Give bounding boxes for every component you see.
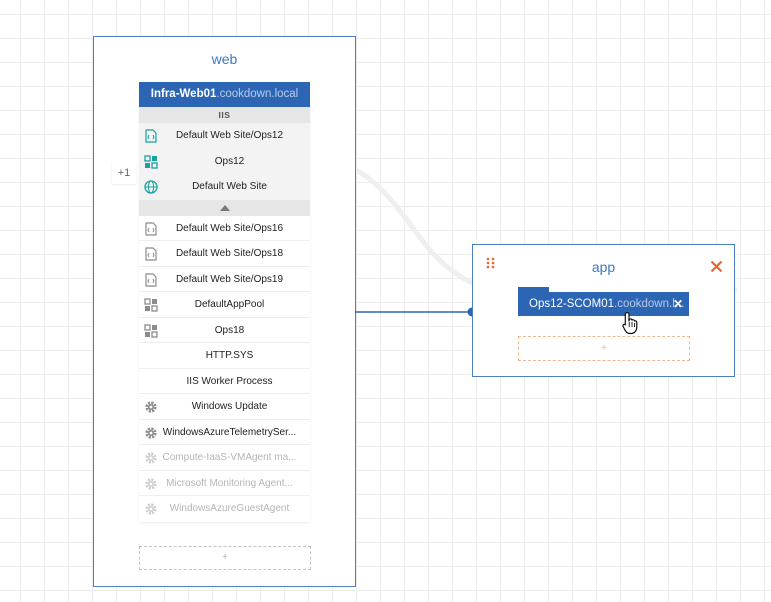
group-title: web <box>211 51 238 67</box>
list-item[interactable]: Default Web Site <box>139 174 310 200</box>
web-app-icon <box>145 272 157 287</box>
item-label: IIS Worker Process <box>186 375 273 387</box>
chip-tab <box>518 287 549 293</box>
app-group[interactable]: app Ops12-SCOM01.cookdown.l... ✕ + <box>472 244 735 377</box>
web-app-icon <box>145 247 157 261</box>
list-item[interactable]: WindowsAzureTelemetrySer... <box>139 420 310 445</box>
list-item[interactable]: Default Web Site/Ops16 <box>139 216 310 241</box>
group-title: app <box>591 259 616 275</box>
list-item[interactable]: Compute-IaaS-VMAgent ma... <box>139 445 310 471</box>
chip-remove-button[interactable]: ✕ <box>672 297 684 311</box>
server-chip[interactable]: Ops12-SCOM01.cookdown.l... ✕ <box>518 292 689 316</box>
web-app-icon <box>145 129 157 143</box>
add-server-slot[interactable]: + <box>518 336 690 361</box>
item-label: WindowsAzureTelemetrySer... <box>162 426 297 438</box>
gear-icon <box>145 477 157 490</box>
list-item[interactable]: Ops12 <box>139 148 310 174</box>
item-label: WindowsAzureGuestAgent <box>169 503 290 514</box>
hand-pointer-icon <box>622 311 638 335</box>
chip-domain: .cookdown.l... <box>614 298 685 310</box>
item-label: Default Web Site/Ops16 <box>175 222 284 234</box>
server-domain: .cookdown.local <box>216 88 299 100</box>
chip-name: Ops12-SCOM01 <box>529 298 615 310</box>
item-label: Ops18 <box>214 324 245 336</box>
item-label: Default Web Site/Ops12 <box>175 130 284 141</box>
item-label: Ops12 <box>214 155 245 167</box>
add-server-slot[interactable]: + <box>139 546 311 570</box>
list-item[interactable]: HTTP.SYS <box>139 343 310 369</box>
gear-icon <box>145 452 157 464</box>
web-app-icon <box>145 221 157 236</box>
server-name: Infra-Web01 <box>150 88 217 100</box>
item-label: DefaultAppPool <box>194 299 265 310</box>
server-header[interactable]: Infra-Web01.cookdown.local <box>139 82 310 107</box>
server-card[interactable]: Infra-Web01.cookdown.local IIS Default W… <box>139 82 310 522</box>
list-item[interactable]: DefaultAppPool <box>139 292 310 318</box>
web-group[interactable]: web +1 Infra-Web01.cookdown.local IIS De… <box>93 36 356 587</box>
gear-icon <box>145 401 157 413</box>
list-item[interactable]: WindowsAzureGuestAgent <box>139 496 310 522</box>
item-label: Microsoft Monitoring Agent... <box>166 477 293 489</box>
item-label: HTTP.SYS <box>205 350 254 361</box>
list-item[interactable]: Default Web Site/Ops18 <box>139 241 310 267</box>
item-label: Windows Update <box>191 401 268 412</box>
gear-icon <box>145 426 157 439</box>
app-pool-icon <box>144 323 158 338</box>
item-label: Compute-IaaS-VMAgent ma... <box>162 452 297 463</box>
gear-icon <box>145 503 157 515</box>
close-icon[interactable] <box>710 260 723 273</box>
list-item[interactable]: Windows Update <box>139 394 310 420</box>
grip-icon[interactable] <box>486 257 496 271</box>
overflow-badge[interactable]: +1 <box>112 162 136 184</box>
list-item[interactable]: Microsoft Monitoring Agent... <box>139 471 310 496</box>
app-pool-icon <box>144 298 158 312</box>
item-label: Default Web Site/Ops19 <box>175 273 284 285</box>
item-label: Default Web Site/Ops18 <box>175 248 284 259</box>
collapse-toggle[interactable] <box>139 199 310 216</box>
list-item[interactable]: IIS Worker Process <box>139 369 310 394</box>
item-label: Default Web Site <box>192 181 267 192</box>
list-item[interactable]: Default Web Site/Ops19 <box>139 267 310 292</box>
list-item[interactable]: Ops18 <box>139 318 310 343</box>
section-label: IIS <box>139 107 310 123</box>
globe-icon <box>144 180 158 194</box>
list-item[interactable]: Default Web Site/Ops12 <box>139 123 310 149</box>
chevron-up-icon <box>219 204 230 211</box>
app-pool-icon <box>144 154 158 169</box>
